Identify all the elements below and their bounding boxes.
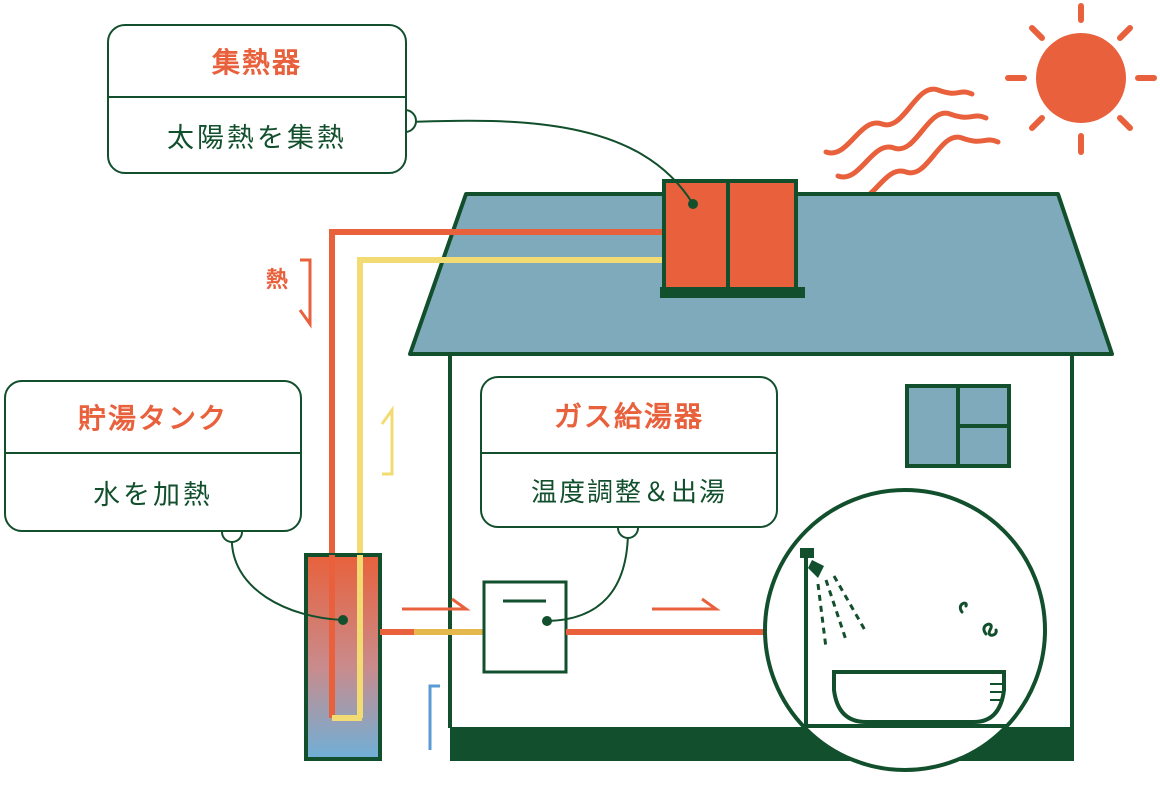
callout-tails — [221, 109, 639, 543]
collector-desc: 太陽熱を集熱 — [167, 122, 347, 154]
heater-desc: 温度調整＆出湯 — [530, 477, 727, 508]
callout-heater: ガス給湯器 温度調整＆出湯 — [480, 376, 778, 528]
sun-icon — [1005, 3, 1157, 155]
house-wall — [448, 354, 1074, 728]
heat-label: 熱 — [266, 268, 289, 293]
bathroom-scene — [763, 488, 1047, 772]
collector-title: 集熱器 — [109, 26, 405, 98]
storage-tank — [304, 553, 382, 761]
callout-collector: 集熱器 太陽熱を集熱 — [107, 24, 407, 174]
heat-waves-icon — [823, 86, 1001, 204]
solar-collector — [660, 179, 805, 298]
shower-icon — [800, 548, 868, 649]
bathtub-icon — [832, 670, 1006, 724]
house-window — [905, 384, 1011, 468]
steam-icon — [958, 601, 998, 637]
tank-desc: 水を加熱 — [93, 479, 213, 511]
heater-title: ガス給湯器 — [482, 378, 776, 454]
callout-leaders — [230, 119, 694, 622]
flow-arrow-icon — [298, 258, 721, 750]
callout-tank: 貯湯タンク 水を加熱 — [4, 380, 302, 532]
gas-water-heater — [482, 580, 568, 674]
tank-title: 貯湯タンク — [6, 382, 300, 454]
